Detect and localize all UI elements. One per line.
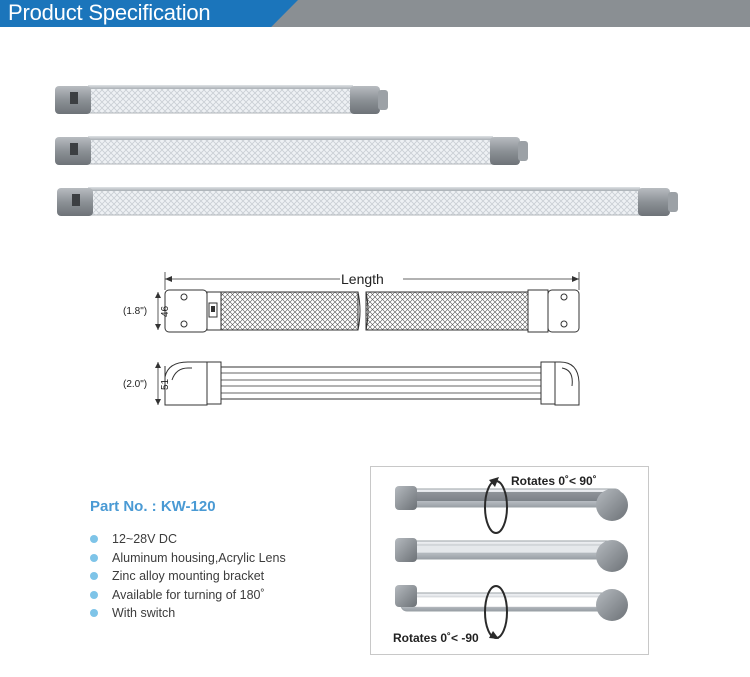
bottom-height-mm: 51 (160, 378, 171, 390)
bottom-height-in: (2.0") (123, 379, 147, 390)
rotation-down-label: Rotates 0˚< -90 (393, 631, 479, 645)
bullet-icon (90, 572, 98, 581)
list-item: 12~28V DC (90, 530, 286, 548)
tube-level (395, 538, 628, 572)
top-height-mm: 46 (160, 305, 171, 317)
rotate-arrow-down-icon (484, 585, 508, 639)
feature-list: 12~28V DC Aluminum housing,Acrylic Lens … (90, 530, 286, 623)
tube-rotated-up (395, 486, 628, 521)
tube-medium (55, 136, 528, 165)
rotation-drawing (395, 477, 628, 639)
bullet-icon (90, 609, 98, 618)
top-height-in: (1.8") (123, 306, 147, 317)
header-tab (0, 0, 298, 27)
list-item: Available for turning of 180˚ (90, 586, 286, 604)
page-title: Product Specification (8, 0, 211, 25)
bullet-icon (90, 553, 98, 562)
part-number: Part No. : KW-120 (90, 498, 216, 515)
dimension-drawing: Length 46 (1.8") 51 (2.0") (123, 271, 580, 406)
list-item: Zinc alloy mounting bracket (90, 567, 286, 585)
product-photos (55, 85, 678, 216)
bullet-icon (90, 590, 98, 599)
list-item: With switch (90, 604, 286, 622)
tube-long (57, 187, 678, 216)
header-bar: Product Specification (0, 0, 750, 27)
tube-rotated-down (395, 585, 628, 621)
tube-short (55, 85, 388, 114)
list-item: Aluminum housing,Acrylic Lens (90, 549, 286, 567)
rotation-up-label: Rotates 0˚< 90˚ (511, 474, 597, 488)
rotation-illustration: Rotates 0˚< 90˚ Rotates 0˚< -90 (370, 466, 649, 655)
rotate-arrow-up-icon (484, 477, 508, 534)
bullet-icon (90, 535, 98, 543)
length-label: Length (341, 271, 384, 287)
